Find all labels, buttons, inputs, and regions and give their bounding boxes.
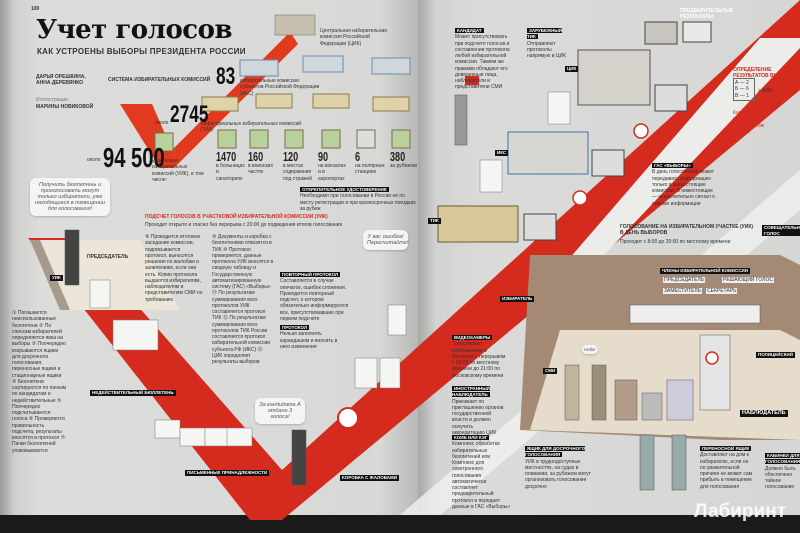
count-col1: ⑧ Проводится итоговое заседание комиссии… <box>145 234 203 303</box>
candidate-flag <box>465 76 479 85</box>
chairman-label: ПРЕДСЕДАТЕЛЬ <box>87 254 129 260</box>
count-intro: Проходит открыто и гласно без перерыва с… <box>145 222 343 228</box>
police-label: ПОЛИЦЕЙСКИЙ <box>756 352 796 358</box>
speech-bubble-candidate: За кандидата А отдано 3 голоса! <box>255 398 305 424</box>
role-secretary: СЕКРЕТАРЬ <box>706 288 738 295</box>
uik-count: 94 500 <box>103 142 165 173</box>
road-band-upper <box>555 38 800 275</box>
cik-label: Центральная избирательная комиссия Росси… <box>320 28 388 47</box>
no-camera-icon <box>705 351 719 365</box>
members-label: ЧЛЕНЫ ИЗБИРАТЕЛЬНОЙ КОМИССИИ <box>660 268 750 274</box>
iks-label: избирательные комиссии субъектов Российс… <box>240 78 320 97</box>
page-number: 100 <box>31 6 40 12</box>
role-deputy: ЗАМЕСТИТЕЛЬ <box>663 288 702 295</box>
tik-label: территориальных избирательных комиссий (… <box>200 121 302 134</box>
uik-prefix: около <box>87 157 101 163</box>
iks-count: 83 <box>216 63 236 90</box>
ballot-sheets <box>89 91 571 447</box>
speech-bubble-recount: У вас ошибка! Пересчитайте! <box>363 230 408 250</box>
smi-label: СМИ <box>543 368 558 374</box>
role-voting: РЕШАЮЩИЙ ГОЛОС <box>722 277 774 284</box>
count-col2: ⑨ Документы и коробка с бюллетенями отво… <box>212 234 274 365</box>
authors: ДАРЬЯ ОРЕШКИНА, АННА ДЕРЕВЯНКО <box>36 74 86 87</box>
voting-room-figures <box>64 94 761 491</box>
watermark-logo: Лабиринт <box>694 501 786 522</box>
results-card: А — 2 Б — 6 В — 1 <box>733 78 755 101</box>
speech-bubble-left: Получить бюллетень и проголосовать могут… <box>30 178 110 216</box>
results-text: Кандидат Б избран Президентом России <box>733 110 765 135</box>
invalid-ballot-label: НЕДЕЙСТВИТЕЛЬНЫЙ БЮЛЛЕТЕНЬ <box>90 390 176 396</box>
role-chairman: ПРЕДСЕДАТЕЛЬ <box>663 277 705 284</box>
voting-intro: Проходит с 8:00 до 20:00 по местному вре… <box>620 239 731 245</box>
illustrations-label: Иллюстрации <box>36 97 68 103</box>
count-heading: ПОДСЧЕТ ГОЛОСОВ В УЧАСТКОВОЙ ИЗБИРАТЕЛЬН… <box>145 214 328 220</box>
observer-label: НАБЛЮДАТЕЛЬ <box>740 410 788 417</box>
voting-heading: ГОЛОСОВАНИЕ НА ИЗБИРАТЕЛЬНОМ УЧАСТКЕ (УИ… <box>620 224 754 237</box>
complaint-box-label: КОРОБКА С ЖАЛОБАМИ <box>340 475 399 481</box>
tik-count: 2745 <box>170 101 209 128</box>
no-entry-icon <box>337 407 359 429</box>
stationery-label: ПИСЬМЕННЫЕ ПРИНАДЛЕЖНОСТИ <box>185 470 270 476</box>
iks-tag: ИКС <box>495 150 509 156</box>
system-heading: СИСТЕМА ИЗБИРАТЕЛЬНЫХ КОМИССИЙ <box>108 77 211 83</box>
tik-tag: ТИК <box>428 218 441 224</box>
advisory-label: СОВЕЩАТЕЛЬНЫЙ ГОЛОС <box>762 225 800 237</box>
page-subtitle: КАК УСТРОЕНЫ ВЫБОРЫ ПРЕЗИДЕНТА РОССИИ <box>37 47 246 56</box>
no-uturn-icon <box>572 190 588 206</box>
building-icons <box>154 14 712 243</box>
results-majority: > 50% <box>758 88 773 94</box>
results-heading: ОПРЕДЕЛЕНИЕ РЕЗУЛЬТАТОВ ВЫБОРОВ <box>733 67 797 80</box>
cik-tag: ЦИК <box>565 66 579 72</box>
uik-label: участковых избирательных комиссий (УИК),… <box>152 158 204 183</box>
voter-label: ИЗБИРАТЕЛЬ <box>500 296 535 302</box>
uik-tag: УИК <box>50 275 63 281</box>
count-steps: ① Погашаются неиспользованные бюллетени … <box>12 310 67 454</box>
hello-bubble: Hello! <box>582 345 598 354</box>
prelim-results-label: ПРЕДВАРИТЕЛЬНЫЕ РЕЗУЛЬТАТЫ <box>680 8 734 21</box>
gas-note: ГАС «ВЫБОРЫ»В день голосования может пер… <box>652 163 715 207</box>
illustrator: МАРИНЫ НОВИКОВОЙ <box>36 104 94 110</box>
no-uturn-icon-2 <box>633 123 649 139</box>
tik-prefix: около <box>155 120 169 126</box>
page-title: Учет голосов <box>36 15 233 45</box>
